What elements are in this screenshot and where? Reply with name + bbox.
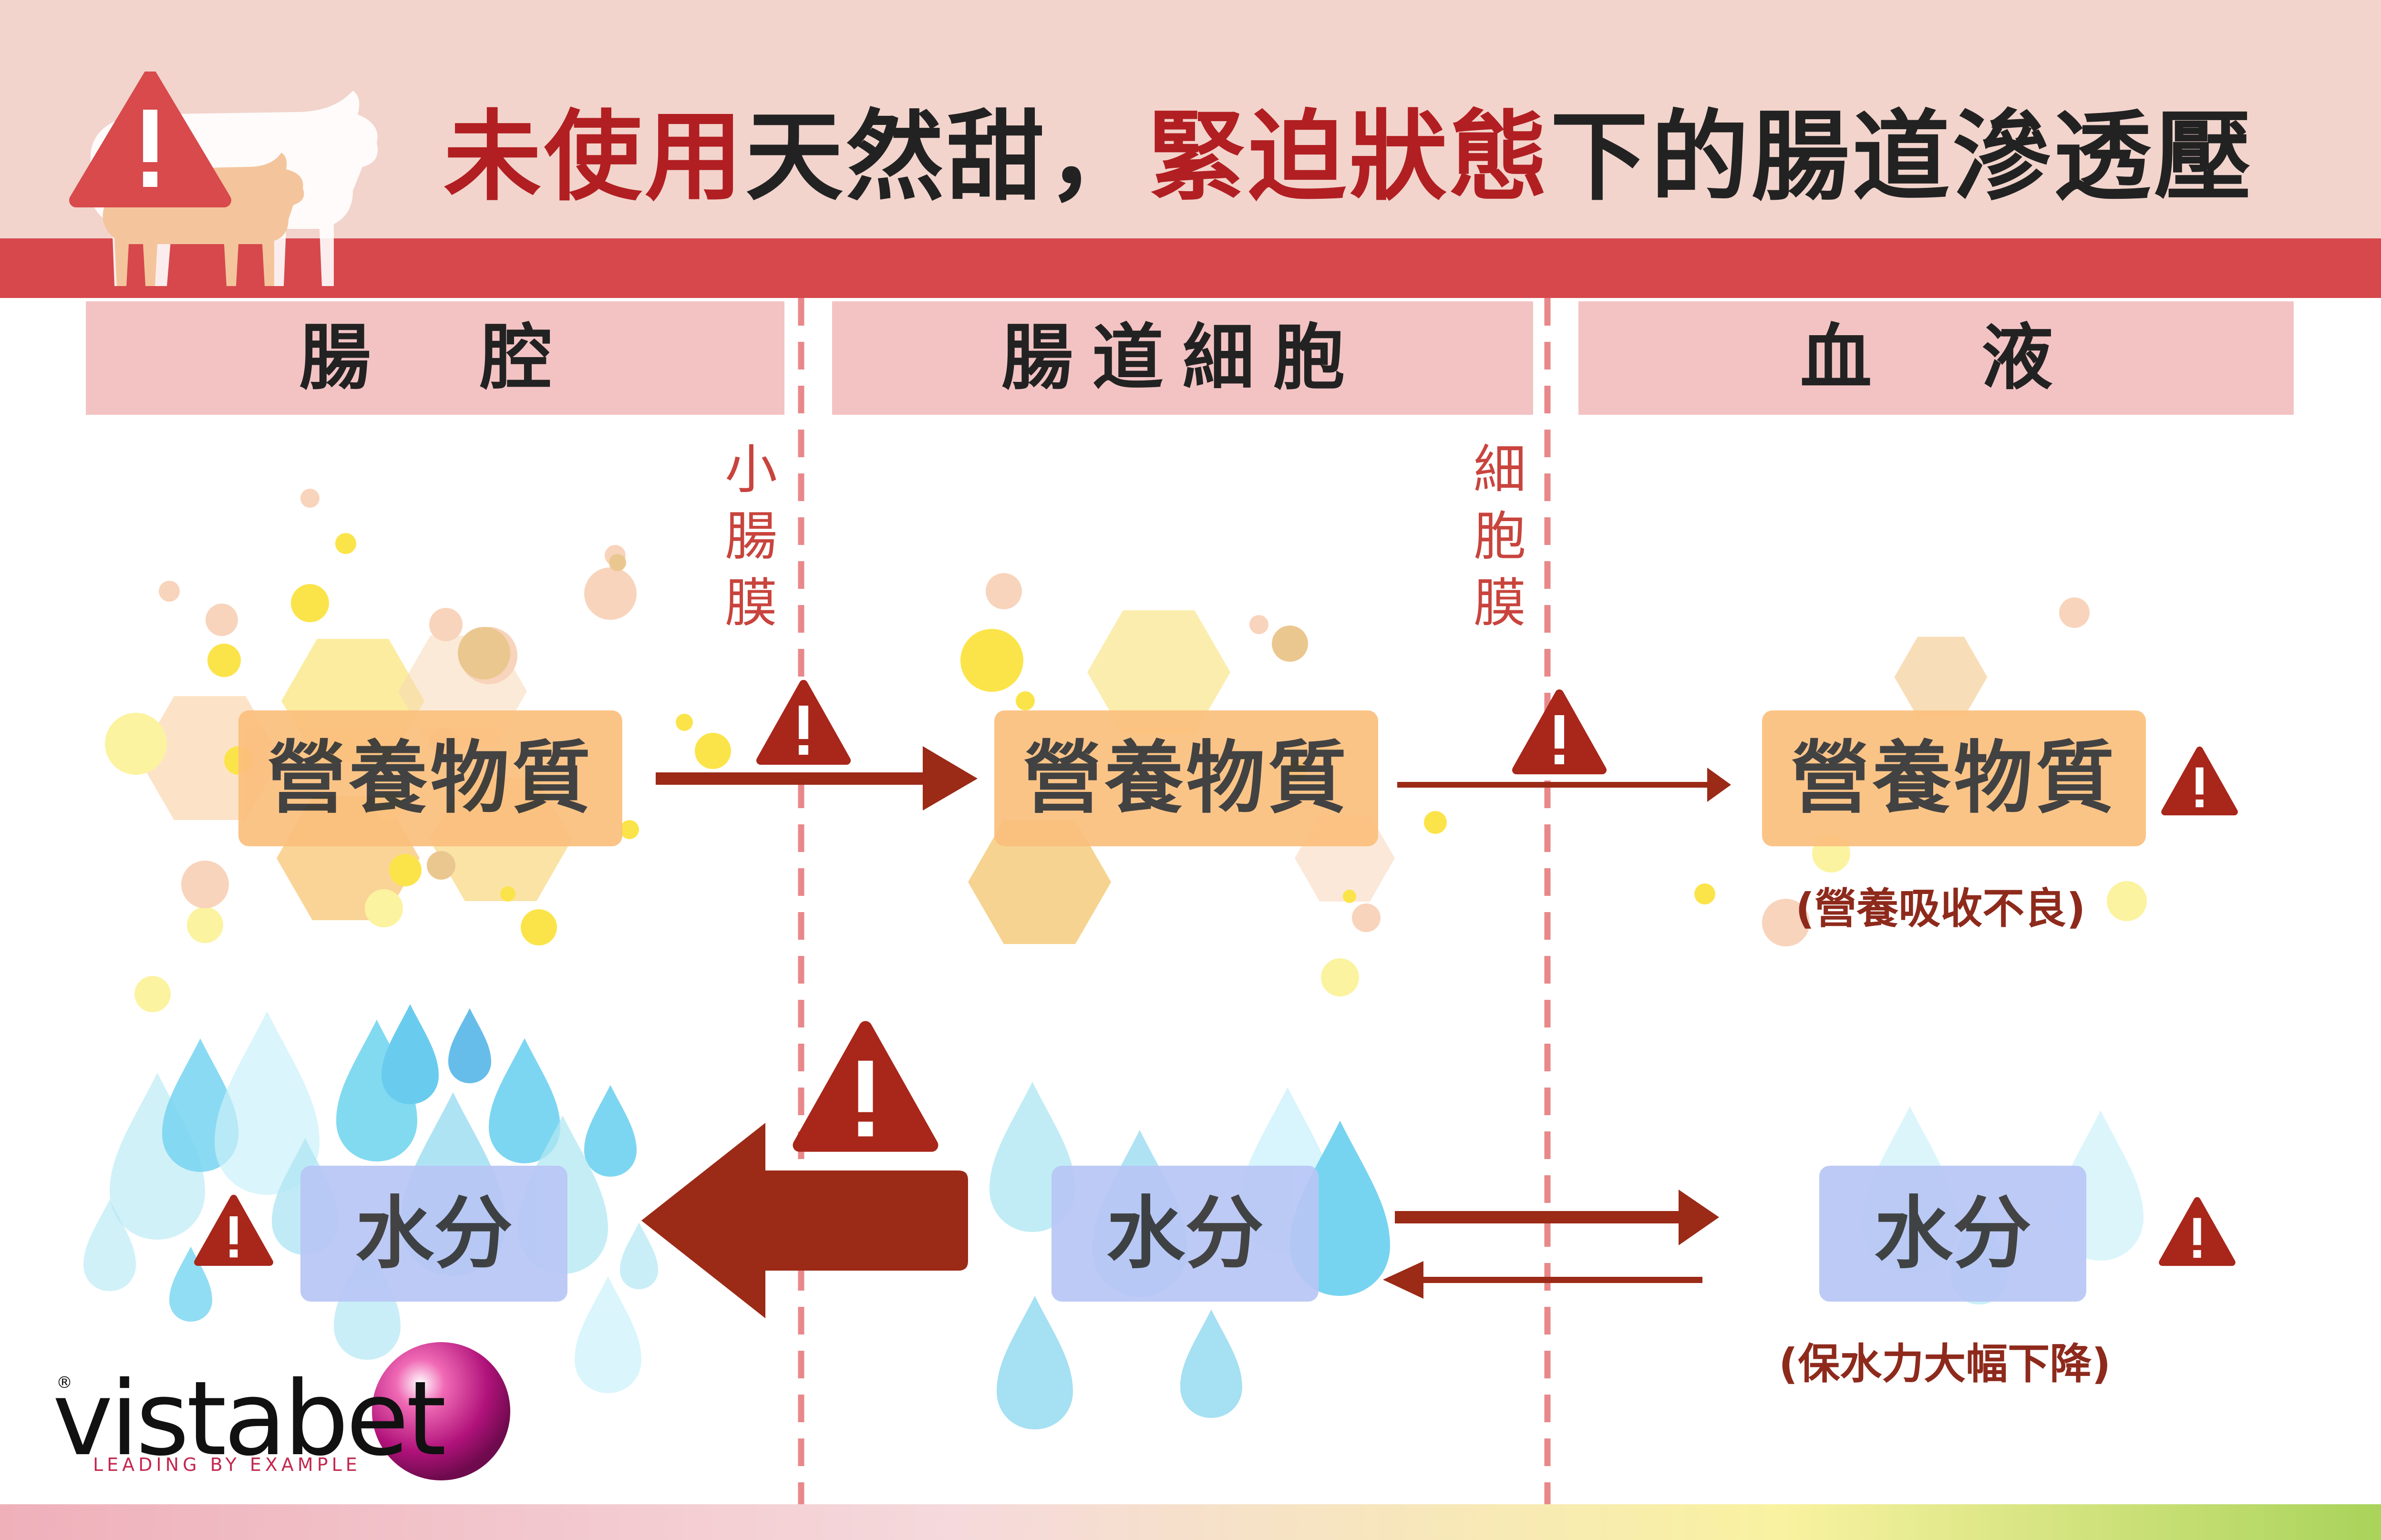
membrane-lines <box>798 298 1551 1504</box>
membrane-char: 腸 <box>725 506 777 567</box>
intestinal-membrane-label: 小 腸 膜 <box>718 436 784 637</box>
brand-logo: vistabet <box>52 1359 446 1478</box>
membrane-char: 胞 <box>1474 506 1526 567</box>
membrane-char: 小 <box>725 439 777 500</box>
title-part1: 未使用 <box>443 101 745 214</box>
warning-icon <box>793 1021 938 1152</box>
pig-icon <box>69 72 378 286</box>
title-part3: 緊迫狀態 <box>1148 101 1550 214</box>
warning-icon <box>2159 1197 2236 1266</box>
header-band <box>0 238 2381 298</box>
membrane-char: 膜 <box>1474 573 1526 634</box>
page-title: 未使用天然甜，緊迫狀態下的腸道滲透壓 <box>443 103 2255 212</box>
arrow-left-icon <box>641 1123 968 1318</box>
brand-registered-mark: ® <box>56 1373 72 1392</box>
cell-membrane-label: 細 胞 膜 <box>1466 436 1533 637</box>
arrow-left-icon <box>1383 1261 1702 1299</box>
nutrient-box-lumen: 營養物質 <box>238 710 622 846</box>
membrane-char: 膜 <box>725 573 777 634</box>
nutrient-note-blood: (營養吸收不良) <box>1795 884 2086 933</box>
warning-icon <box>2161 746 2238 816</box>
water-note-blood: (保水力大幅下降) <box>1779 1339 2111 1388</box>
water-box-cell: 水分 <box>1051 1166 1319 1302</box>
title-part2: 天然甜， <box>745 101 1148 214</box>
arrow-right-icon <box>656 746 978 811</box>
warning-icon <box>756 680 851 765</box>
column-header-blood: 血 液 <box>1578 301 2294 415</box>
header-background <box>0 0 2381 238</box>
water-box-blood: 水分 <box>1819 1166 2086 1302</box>
title-part4: 下的腸道滲透壓 <box>1550 101 2255 214</box>
brand-tagline: LEADING BY EXAMPLE <box>93 1454 361 1475</box>
arrow-right-icon <box>1395 1190 1719 1245</box>
nutrient-box-blood: 營養物質 <box>1762 710 2146 846</box>
column-header-lumen: 腸 腔 <box>86 301 784 415</box>
column-header-cell: 腸道細胞 <box>832 301 1533 415</box>
membrane-char: 細 <box>1474 439 1526 500</box>
footer-bar <box>0 1504 2381 1540</box>
dots-tan <box>427 554 1308 880</box>
vistabet-sphere-icon <box>372 1342 510 1480</box>
warning-icon <box>194 1194 273 1266</box>
nutrient-box-cell: 營養物質 <box>994 710 1378 846</box>
arrow-right-icon <box>1397 768 1731 802</box>
water-box-lumen: 水分 <box>300 1166 567 1302</box>
warning-icon <box>1512 689 1607 774</box>
